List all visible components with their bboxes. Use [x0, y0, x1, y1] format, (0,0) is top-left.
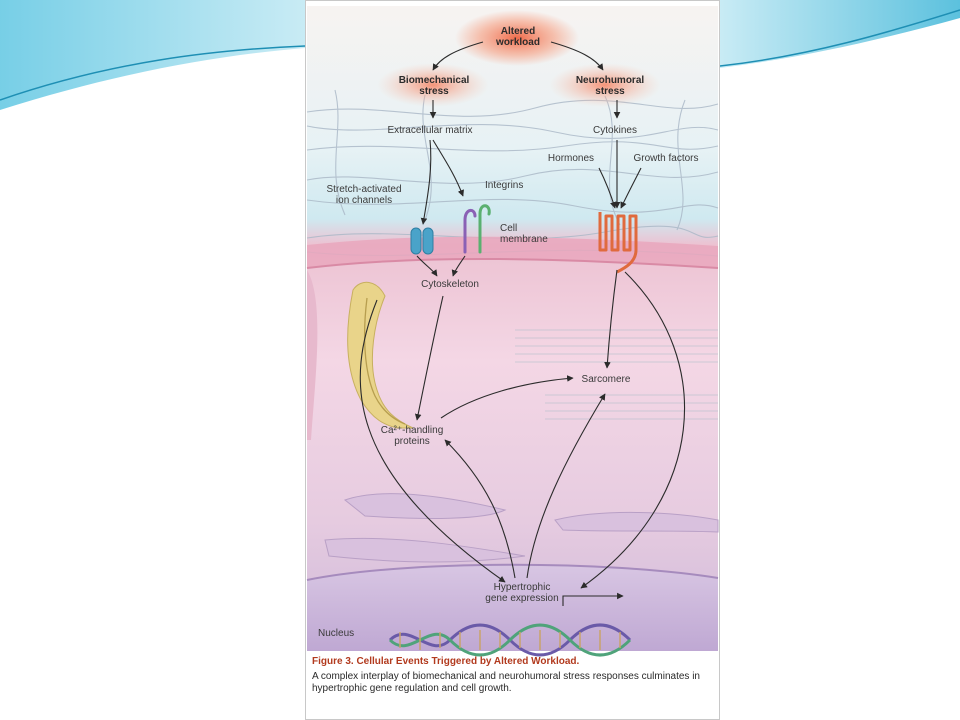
ca-handling-label: Ca²⁺-handling proteins: [380, 425, 444, 447]
receptor-icon: [598, 212, 638, 274]
integrin-icon: [463, 204, 491, 254]
altered-workload-label: Altered workload: [496, 26, 540, 48]
ion-channel-icon: [410, 227, 434, 255]
hormones-label: Hormones: [547, 153, 595, 164]
sr-tubule: [347, 281, 414, 429]
pathway-arrows: [359, 41, 686, 606]
neurohumoral-glow: [549, 63, 661, 107]
stretch-channels-label: Stretch-activated ion channels: [326, 184, 402, 206]
biomechanical-stress-label: Biomechanical stress: [398, 75, 470, 97]
left-swoosh-line: [0, 45, 306, 101]
integrins-label: Integrins: [485, 180, 524, 191]
cytokines-label: Cytokines: [593, 125, 637, 136]
cell-membrane-label: Cell membrane: [500, 223, 548, 245]
caption-body: A complex interplay of biomechanical and…: [312, 670, 700, 695]
right-swoosh-decoration: [720, 0, 960, 68]
nucleus-label: Nucleus: [318, 628, 355, 639]
dna-helix-icon: [388, 623, 632, 657]
neurohumoral-stress-label: Neurohumoral stress: [575, 75, 645, 97]
figure-caption: Figure 3. Cellular Events Triggered by A…: [312, 656, 712, 696]
altered-workload-glow: [455, 10, 579, 66]
sarcomere-striations: [515, 329, 718, 420]
growth-factors-label: Growth factors: [633, 153, 699, 164]
right-swoosh-line: [719, 9, 960, 67]
biomechanical-glow: [377, 63, 489, 107]
mitochondria: [324, 493, 719, 563]
diagram-illustration: [306, 6, 719, 657]
cytoskeleton-label: Cytoskeleton: [421, 279, 479, 290]
sarcomere-label: Sarcomere: [581, 374, 631, 385]
sr-outer-fold: [307, 270, 318, 440]
caption-title: Figure 3. Cellular Events Triggered by A…: [312, 656, 580, 667]
left-swoosh-decoration: [0, 0, 305, 110]
hypertrophic-gene-label: Hypertrophic gene expression: [485, 582, 559, 604]
extracellular-matrix-label: Extracellular matrix: [387, 125, 473, 136]
